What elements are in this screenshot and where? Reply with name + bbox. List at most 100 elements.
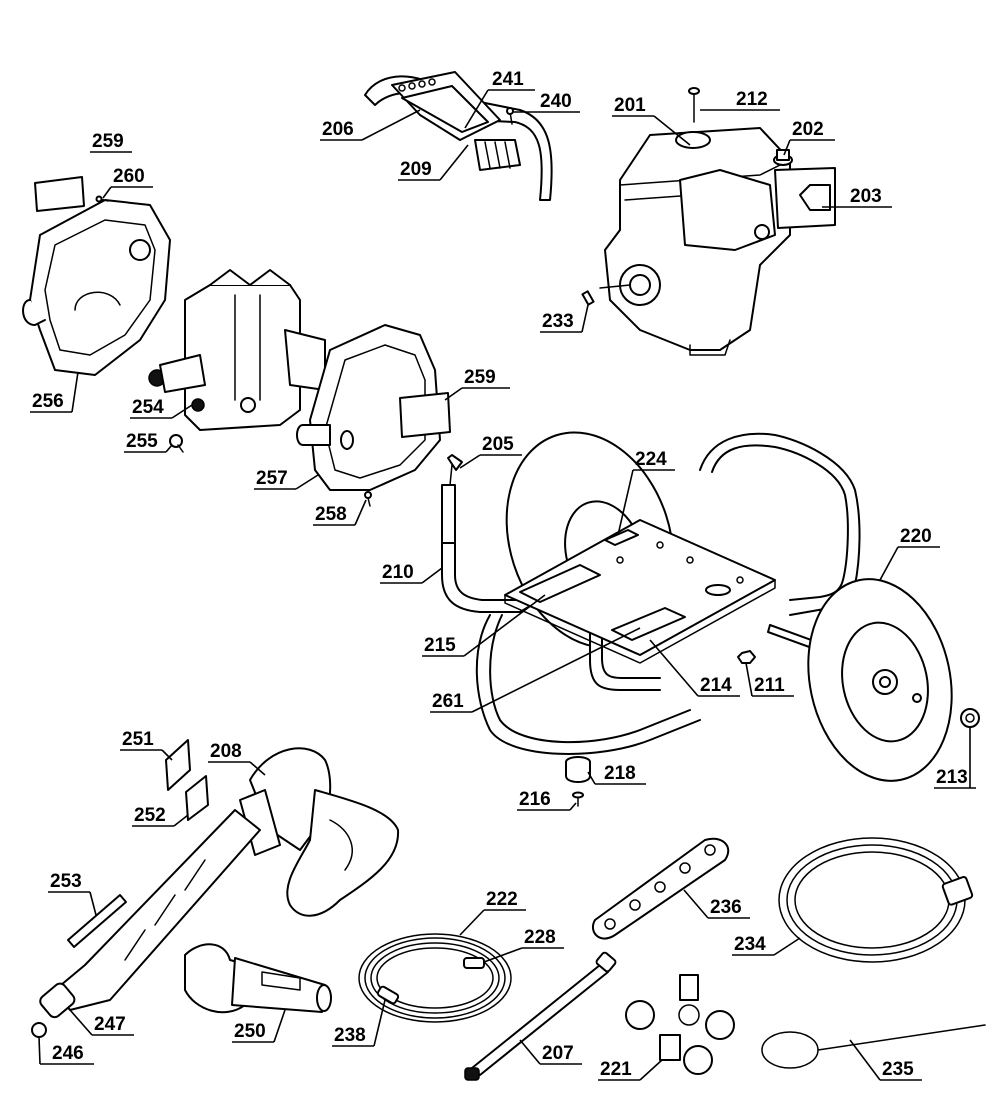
callout-215: 215 — [422, 594, 546, 657]
nut-part-211 — [737, 650, 756, 664]
callout-208: 208 — [208, 741, 266, 776]
fitting-part-228 — [463, 957, 485, 969]
svg-text:228: 228 — [524, 927, 556, 948]
callout-238: 238 — [332, 999, 386, 1047]
svg-text:220: 220 — [900, 526, 932, 547]
callout-218: 218 — [587, 763, 646, 785]
svg-text:252: 252 — [134, 805, 166, 826]
fitting-part-238 — [376, 985, 400, 1005]
callout-228: 228 — [483, 927, 564, 963]
callout-251: 251 — [120, 729, 173, 761]
svg-text:218: 218 — [604, 763, 636, 784]
garden-hose-part-234 — [778, 837, 974, 963]
callout-209: 209 — [398, 144, 469, 181]
callout-222: 222 — [459, 889, 526, 936]
screw-part-240 — [506, 107, 514, 125]
svg-text:233: 233 — [542, 311, 574, 332]
svg-text:260: 260 — [113, 166, 145, 187]
screw-part-258 — [364, 491, 372, 507]
svg-text:208: 208 — [210, 741, 242, 762]
svg-text:251: 251 — [122, 729, 154, 750]
callout-261: 261 — [430, 627, 641, 713]
decal-part-251 — [165, 739, 191, 791]
callout-201: 201 — [612, 95, 691, 146]
callout-241: 241 — [464, 69, 535, 129]
svg-text:205: 205 — [482, 434, 514, 455]
belt-guard-rear-part-256 — [22, 199, 171, 376]
callout-205: 205 — [459, 434, 522, 469]
callout-203: 203 — [822, 186, 892, 208]
svg-text:259: 259 — [464, 367, 496, 388]
callout-206: 206 — [320, 109, 421, 141]
svg-text:209: 209 — [400, 159, 432, 180]
callout-247: 247 — [69, 1009, 134, 1036]
svg-text:234: 234 — [734, 934, 766, 955]
callout-258: 258 — [313, 499, 367, 526]
callout-214: 214 — [649, 639, 740, 697]
svg-text:202: 202 — [792, 119, 824, 140]
gun-part-208 — [239, 747, 400, 917]
callout-256: 256 — [30, 371, 79, 413]
wheel-right-part-220 — [807, 578, 953, 782]
decal-part-253 — [67, 894, 127, 948]
extension-wand-part-207 — [464, 951, 617, 1081]
svg-text:207: 207 — [542, 1043, 574, 1064]
svg-text:247: 247 — [94, 1014, 126, 1035]
svg-text:254: 254 — [132, 397, 164, 418]
svg-text:258: 258 — [315, 504, 347, 525]
screw-part-216 — [572, 791, 584, 807]
svg-text:246: 246 — [52, 1043, 84, 1064]
callout-221: 221 — [598, 1059, 663, 1081]
callout-257: 257 — [254, 468, 319, 490]
svg-text:213: 213 — [936, 767, 968, 788]
svg-text:203: 203 — [850, 186, 882, 207]
decal-part-259-front — [399, 392, 451, 438]
callout-212: 212 — [700, 89, 780, 111]
o-ring-part-246 — [31, 1022, 47, 1038]
decal-part-224 — [604, 529, 639, 546]
base-plate-part-214 — [504, 519, 776, 664]
callout-216: 216 — [517, 789, 577, 811]
callout-254: 254 — [130, 397, 193, 419]
callout-234: 234 — [732, 934, 801, 956]
control-panel-part-206 — [391, 71, 501, 141]
svg-text:250: 250 — [234, 1021, 266, 1042]
svg-text:259: 259 — [92, 131, 124, 152]
svg-text:235: 235 — [882, 1059, 914, 1080]
cleaning-pin-part-235 — [761, 1024, 986, 1069]
decal-part-259-top — [34, 176, 85, 212]
key-part-233 — [581, 290, 595, 306]
svg-text:215: 215 — [424, 635, 456, 656]
svg-text:201: 201 — [614, 95, 646, 116]
svg-text:212: 212 — [736, 89, 768, 110]
pump-part-254 — [148, 269, 326, 431]
callout-202: 202 — [783, 119, 835, 156]
decal-part-252 — [185, 775, 209, 821]
bolt-part-255 — [169, 434, 184, 453]
svg-text:224: 224 — [635, 449, 667, 470]
callout-233: 233 — [540, 304, 589, 333]
handle-part-209 — [364, 75, 553, 201]
callout-240: 240 — [513, 91, 580, 113]
svg-text:241: 241 — [492, 69, 524, 90]
svg-text:257: 257 — [256, 468, 288, 489]
bolt-part-212 — [688, 87, 700, 123]
callout-252: 252 — [132, 805, 189, 827]
side-handle-part-250 — [184, 943, 332, 1014]
svg-text:214: 214 — [700, 675, 732, 696]
callout-210: 210 — [380, 562, 443, 584]
belt-guard-front-part-257 — [296, 324, 441, 491]
svg-text:256: 256 — [32, 391, 64, 412]
nozzle-holder-part-236 — [592, 837, 730, 940]
svg-text:238: 238 — [334, 1025, 366, 1046]
callout-236: 236 — [683, 889, 750, 919]
callout-220: 220 — [879, 526, 940, 581]
callout-207: 207 — [519, 1039, 582, 1065]
callout-224: 224 — [617, 449, 675, 536]
svg-text:261: 261 — [432, 691, 464, 712]
washer-part-213 — [960, 708, 980, 728]
svg-text:206: 206 — [322, 119, 354, 140]
decal-part-215 — [519, 564, 601, 603]
callout-259-front: 259 — [444, 367, 510, 401]
